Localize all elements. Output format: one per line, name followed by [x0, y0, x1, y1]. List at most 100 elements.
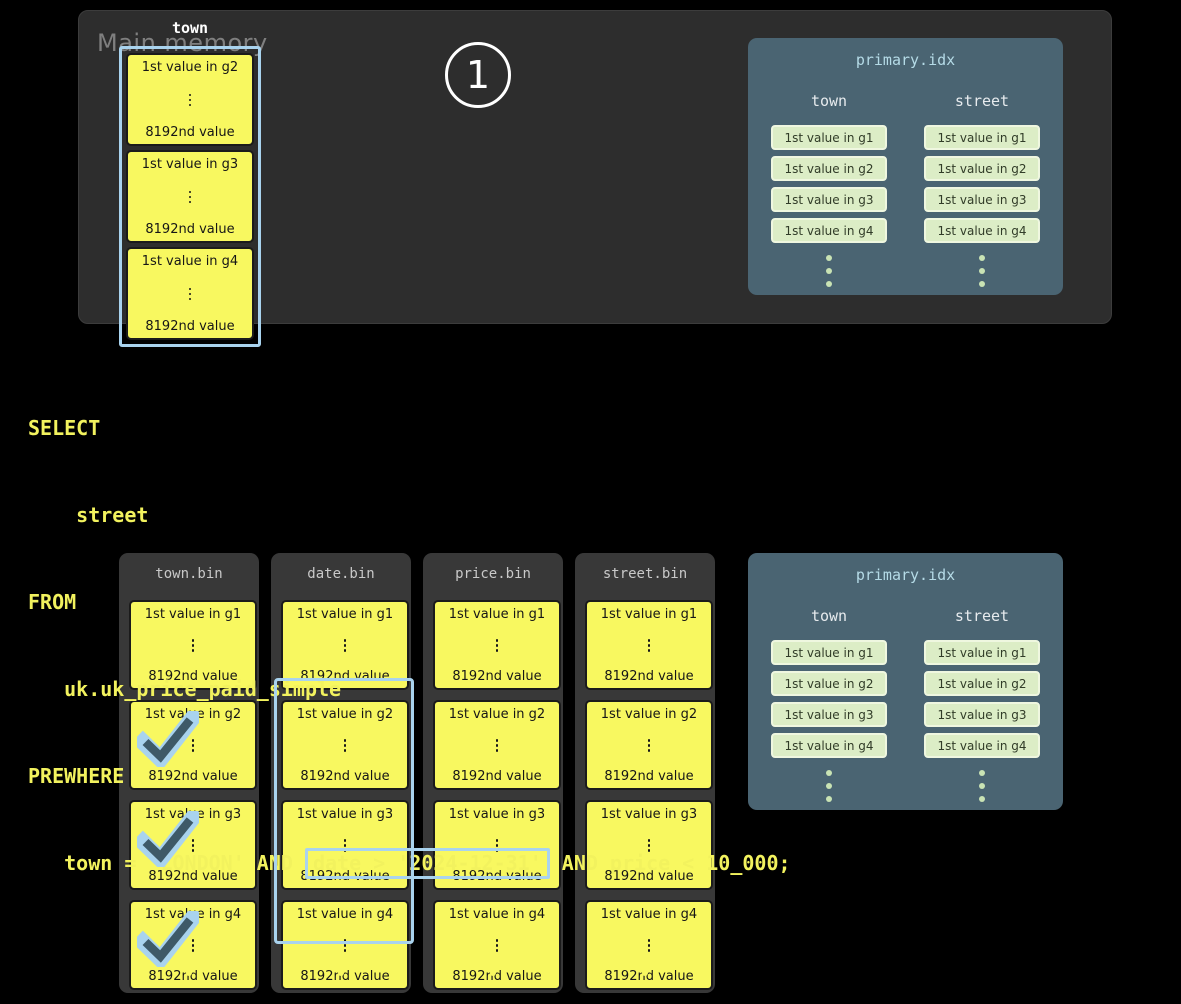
- bin-file-title: street.bin: [602, 566, 688, 582]
- granule-first-value: 1st value in g2: [448, 707, 546, 722]
- index-entry: 1st value in g1: [924, 125, 1040, 150]
- vertical-ellipsis-icon: [647, 839, 651, 852]
- dot: [826, 281, 832, 287]
- dot: [186, 956, 192, 962]
- sql-select-column: street: [28, 503, 149, 527]
- granule-first-value: 1st value in g4: [141, 254, 239, 269]
- dot: [979, 783, 985, 789]
- index-entry: 1st value in g1: [924, 640, 1040, 665]
- dot: [826, 770, 832, 776]
- dot: [338, 942, 344, 948]
- vertical-ellipsis-icon: [191, 839, 195, 852]
- granule-first-value: 1st value in g4: [448, 907, 546, 922]
- vertical-ellipsis-icon: [188, 287, 192, 301]
- granule-block: 1st value in g2 8192nd value: [126, 53, 254, 146]
- granule-last-value: 8192nd value: [148, 869, 238, 884]
- index-entry: 1st value in g2: [771, 671, 887, 696]
- granule-block: 1st value in g3 8192nd value: [585, 800, 713, 890]
- granule-first-value: 1st value in g4: [296, 907, 394, 922]
- granule-first-value: 1st value in g4: [600, 907, 698, 922]
- granule-first-value: 1st value in g1: [600, 607, 698, 622]
- dot: [186, 942, 192, 948]
- sql-from-keyword: FROM: [28, 590, 77, 614]
- dot: [642, 970, 648, 976]
- granule-first-value: 1st value in g2: [600, 707, 698, 722]
- dot: [338, 970, 344, 976]
- vertical-ellipsis-icon: [343, 939, 347, 952]
- granule-last-value: 8192nd value: [604, 869, 694, 884]
- index-entry: 1st value in g3: [924, 702, 1040, 727]
- granule-last-value: 8192nd value: [145, 222, 235, 237]
- index-column-header: town: [810, 92, 848, 110]
- granule-last-value: 8192nd value: [145, 125, 235, 140]
- granule-block: 1st value in g1 8192nd value: [585, 600, 713, 690]
- vertical-ellipsis-icon: [188, 93, 192, 107]
- bin-file-title: town.bin: [155, 566, 223, 582]
- checkmark-icon: [137, 711, 199, 767]
- vertical-ellipsis-icon: [647, 639, 651, 652]
- dot: [979, 281, 985, 287]
- main-memory-label: Main memory: [97, 29, 268, 57]
- index-column-header: town: [810, 607, 848, 625]
- dot: [979, 770, 985, 776]
- index-entry: 1st value in g4: [771, 733, 887, 758]
- more-granules-dots: [271, 942, 411, 976]
- granule-block: 1st value in g4 8192nd value: [126, 247, 254, 340]
- dot: [642, 942, 648, 948]
- step-number: 1: [465, 53, 491, 97]
- vertical-ellipsis-icon: [495, 639, 499, 652]
- dot: [490, 942, 496, 948]
- granule-last-value: 8192nd value: [452, 969, 542, 984]
- dot: [826, 796, 832, 802]
- dot: [186, 970, 192, 976]
- more-entries-dots: [979, 255, 985, 287]
- granule-block: 1st value in g4 8192nd value: [433, 900, 561, 990]
- vertical-ellipsis-icon: [495, 939, 499, 952]
- dot: [826, 255, 832, 261]
- granule-last-value: 8192nd value: [148, 969, 238, 984]
- dot: [338, 956, 344, 962]
- granule-last-value: 8192nd value: [148, 669, 238, 684]
- granule-first-value: 1st value in g3: [600, 807, 698, 822]
- index-entry: 1st value in g4: [771, 218, 887, 243]
- dot: [490, 970, 496, 976]
- index-entry: 1st value in g4: [924, 733, 1040, 758]
- granule-last-value: 8192nd value: [452, 669, 542, 684]
- more-granules-dots: [423, 942, 563, 976]
- granule-first-value: 1st value in g3: [448, 807, 546, 822]
- dot: [979, 796, 985, 802]
- granule-last-value: 8192nd value: [604, 669, 694, 684]
- dot: [490, 956, 496, 962]
- vertical-ellipsis-icon: [343, 639, 347, 652]
- more-granules-dots: [575, 942, 715, 976]
- granule-first-value: 1st value in g1: [296, 607, 394, 622]
- index-column-header: street: [954, 92, 1010, 110]
- sql-query: SELECT street FROM uk.uk_price_paid_simp…: [28, 356, 791, 936]
- granule-last-value: 8192nd value: [604, 769, 694, 784]
- granule-last-value: 8192nd value: [145, 319, 235, 334]
- granule-first-value: 1st value in g2: [141, 60, 239, 75]
- more-entries-dots: [826, 255, 832, 287]
- granule-block: 1st value in g2 8192nd value: [585, 700, 713, 790]
- vertical-ellipsis-icon: [191, 739, 195, 752]
- granule-first-value: 1st value in g2: [296, 707, 394, 722]
- primary-idx-title: primary.idx: [855, 566, 956, 584]
- sql-prewhere-keyword: PREWHERE: [28, 764, 125, 788]
